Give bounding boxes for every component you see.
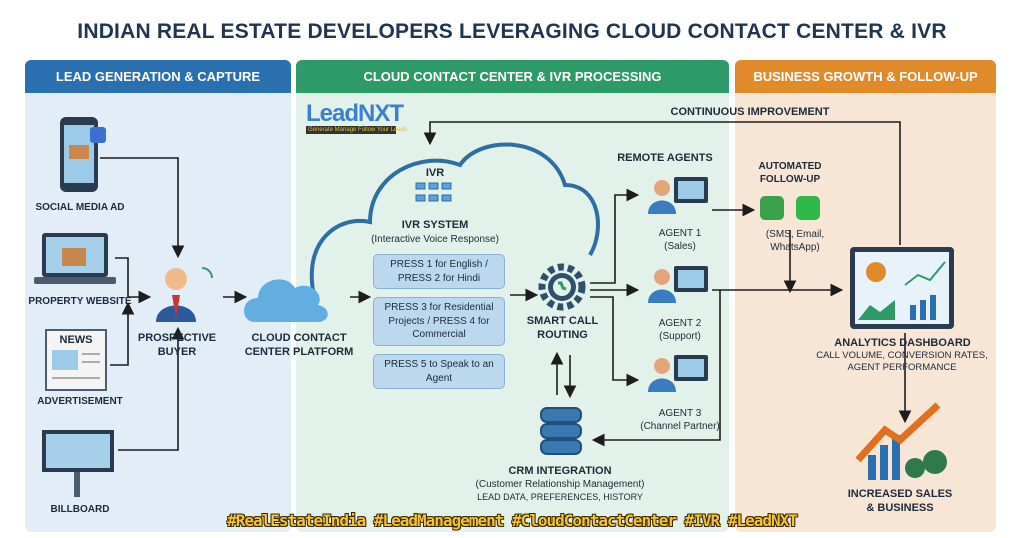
continuous-improvement-label: CONTINUOUS IMPROVEMENT xyxy=(670,106,830,118)
whatsapp-icon xyxy=(796,196,820,220)
lead-generation-header: LEAD GENERATION & CAPTURE xyxy=(25,60,291,93)
agent-2-icon xyxy=(648,266,708,303)
ivr-system-title: IVR SYSTEM xyxy=(401,219,469,231)
agent-2-name: AGENT 2 xyxy=(658,318,702,329)
source-property-website: PROPERTY WEBSITE xyxy=(28,296,132,307)
prospective-buyer-label: PROSPECTIVE BUYER xyxy=(137,332,217,359)
leadnxt-logo: LeadNXT Generate Manage Follow Your Lead… xyxy=(306,100,408,134)
ivr-icon xyxy=(415,182,452,202)
agent-1: AGENT 1 (Sales) xyxy=(630,227,730,253)
agent-3-role: (Channel Partner) xyxy=(640,421,720,432)
buyer-icon xyxy=(156,267,213,322)
increased-sales-label: INCREASED SALES & BUSINESS xyxy=(847,488,953,515)
ivr-option-language: PRESS 1 for English / PRESS 2 for Hindi xyxy=(373,254,505,289)
ivr-option-project-type: PRESS 3 for Residential Projects / PRESS… xyxy=(373,297,505,346)
page-title: INDIAN REAL ESTATE DEVELOPERS LEVERAGING… xyxy=(77,20,947,43)
followup-title: AUTOMATED FOLLOW-UP xyxy=(758,161,822,185)
logo-text: LeadNXT xyxy=(306,100,404,127)
cloud-platform-icon xyxy=(244,279,328,322)
news-label: NEWS xyxy=(60,334,93,346)
agent-3-icon xyxy=(648,355,708,392)
sales-growth-icon xyxy=(855,402,947,480)
flow-arrows xyxy=(100,121,912,451)
crm-title: CRM INTEGRATION xyxy=(508,465,612,477)
hashtags-banner: #RealEstateIndia #LeadManagement #CloudC… xyxy=(227,511,798,530)
followup-channels: (SMS, Email, WhatsApp) xyxy=(765,229,825,253)
cloud-processing-header: CLOUD CONTACT CENTER & IVR PROCESSING xyxy=(296,60,729,93)
analytics-dashboard-icon xyxy=(850,247,954,329)
ivr-icon-label: IVR xyxy=(425,167,445,179)
logo-tagline: Generate Manage Follow Your Leads xyxy=(306,126,408,134)
ivr-option-agent: PRESS 5 to Speak to an Agent xyxy=(373,354,505,389)
agent-2-role: (Support) xyxy=(659,331,701,342)
dashboard-detail: CALL VOLUME, CONVERSION RATES, AGENT PER… xyxy=(816,350,988,374)
source-billboard: BILLBOARD xyxy=(50,504,110,515)
billboard-icon xyxy=(42,430,114,497)
smart-routing-gear-icon xyxy=(538,263,586,311)
social-media-icon xyxy=(60,117,106,192)
dashboard-title: ANALYTICS DASHBOARD xyxy=(834,337,971,349)
business-growth-header: BUSINESS GROWTH & FOLLOW-UP xyxy=(735,60,996,93)
agent-1-name: AGENT 1 xyxy=(658,228,702,239)
agent-1-icon xyxy=(648,177,708,214)
source-social-media: SOCIAL MEDIA AD xyxy=(35,202,125,213)
crm-subtitle: (Customer Relationship Management) xyxy=(475,479,645,490)
agent-1-role: (Sales) xyxy=(664,241,696,252)
crm-database-icon xyxy=(540,407,582,455)
ivr-system-subtitle: (Interactive Voice Response) xyxy=(371,234,499,245)
ivr-cloud-outline xyxy=(309,142,600,301)
sms-icon xyxy=(760,196,784,220)
source-advertisement: ADVERTISEMENT xyxy=(37,396,123,407)
smart-routing-label: SMART CALL ROUTING xyxy=(526,315,599,342)
agent-2: AGENT 2 (Support) xyxy=(630,317,730,343)
remote-agents-title: REMOTE AGENTS xyxy=(617,152,713,164)
laptop-icon xyxy=(34,233,116,284)
crm-detail: LEAD DATA, PREFERENCES, HISTORY xyxy=(477,492,643,502)
cloud-platform-label: CLOUD CONTACT CENTER PLATFORM xyxy=(244,332,354,359)
newspaper-icon: NEWS xyxy=(45,329,107,391)
agent-3-name: AGENT 3 xyxy=(658,408,702,419)
agent-3: AGENT 3 (Channel Partner) xyxy=(620,407,740,433)
